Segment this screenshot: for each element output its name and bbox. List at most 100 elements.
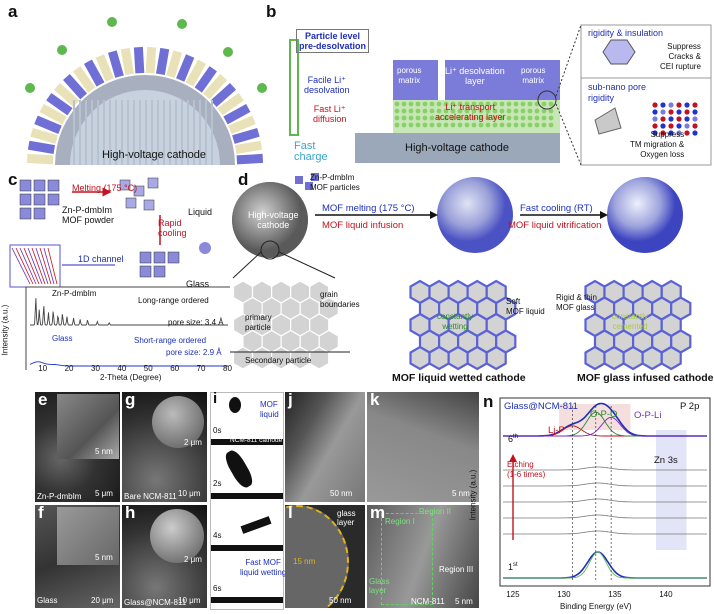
lithium-ion-icon: [25, 83, 35, 93]
panel-a-illustration: [25, 17, 267, 165]
fast-charge-label: Fast charge: [294, 140, 328, 163]
xps-chart: [499, 397, 711, 587]
long-range-label: Long-range ordered: [138, 296, 209, 305]
panel-d-letter: d: [238, 170, 249, 189]
facile-desolvation-label: Facile Li⁺ desolvation: [304, 75, 350, 95]
panel-h-letter: h: [125, 503, 136, 522]
pore-top-label: pore size: 3.4 Å: [168, 318, 224, 327]
short-range-label: Short-range ordered: [134, 336, 207, 345]
time-0: 0s: [213, 426, 222, 435]
panel-h-sample: Glass@NCM-811: [124, 598, 187, 607]
lithium-ion-icon: [223, 47, 233, 57]
pore-bottom-label: pore size: 2.9 Å: [166, 348, 222, 357]
panel-f-image: 5 nm 20 μm Glass: [35, 505, 120, 608]
porous-matrix-left-label: porous matrix: [397, 66, 422, 85]
suppress-tm-label: Suppress TM migration & Oxygen loss: [630, 130, 685, 159]
xrd-tick-label: 20: [64, 364, 74, 373]
xrd-tick-label: 70: [196, 364, 206, 373]
panel-i-letter: i: [213, 390, 218, 407]
panel-c-letter: c: [8, 170, 18, 189]
panel-f-inset-scale: 5 nm: [95, 553, 113, 562]
glass-sphere: [607, 177, 683, 253]
panel-k-image: 5 nm: [367, 392, 479, 502]
xps-etching-trace: [503, 466, 707, 471]
time-3: 6s: [213, 584, 222, 593]
porous-matrix-right-label: porous matrix: [521, 66, 546, 85]
panel-g-sample: Bare NCM-811: [124, 492, 177, 501]
liquid-label: Liquid: [188, 207, 213, 217]
panel-e-image: 5 nm 5 μm Zn-P-dmbIm: [35, 392, 120, 502]
xps-xlabel: Binding Energy (eV): [560, 602, 632, 611]
panel-e-letter: e: [38, 390, 48, 409]
fast-wetting-label: Fast MOF liquid wetting: [240, 558, 287, 577]
panel-d-illustration: [230, 173, 692, 371]
panel-l-glass-layer: glass layer: [337, 509, 356, 527]
panel-a-letter: a: [8, 2, 18, 21]
panel-f-scale: 20 μm: [91, 596, 114, 605]
panel-h-scale: 10 μm: [178, 596, 201, 605]
melting-label: Melting (175 °C): [72, 183, 138, 193]
infusion-arrow-label: MOF liquid infusion: [322, 220, 404, 231]
etching-label: Etching (1-6 times): [507, 460, 546, 479]
panel-b-cathode-label: High-voltage cathode: [405, 142, 509, 154]
xrd-legend-bottom: Glass: [52, 334, 73, 343]
time-1: 2s: [213, 479, 222, 488]
sixth-number: 6: [508, 434, 514, 444]
panel-j-letter: j: [288, 390, 293, 409]
xps-etching-trace: [503, 530, 707, 535]
primary-particle-label: primary particle: [245, 313, 272, 332]
panel-b-letter: b: [266, 2, 277, 21]
fast-diffusion-label: Fast Li⁺ diffusion: [313, 104, 347, 124]
xps-tick-label: 130: [557, 590, 571, 599]
wetted-caption: MOF liquid wetted cathode: [392, 372, 526, 384]
region-3-label: Region III: [439, 565, 474, 574]
vitrification-arrow-label: MOF liquid vitrification: [508, 220, 602, 231]
sixth-label: 6th: [508, 432, 518, 444]
lithium-ion-icon: [177, 19, 187, 29]
sixth-suffix: th: [513, 434, 519, 440]
panel-m-sample: NCM-811: [411, 597, 445, 606]
xps-etching-trace: [503, 482, 707, 487]
glass-caption: MOF glass infused cathode: [577, 372, 714, 384]
panel-e-inset-scale: 5 nm: [95, 447, 113, 456]
transport-layer: [393, 100, 560, 133]
panel-h-image: 2 μm 10 μm Glass@NCM-811: [122, 505, 207, 608]
panel-g-scale: 10 μm: [178, 489, 201, 498]
panel-l-letter: l: [288, 503, 293, 522]
rigid-glass-label: Rigid & thin MOF glass: [556, 293, 597, 312]
xps-etching-trace: [503, 498, 707, 503]
panel-l-image: glass layer 15 nm 50 nm: [285, 505, 365, 608]
opo-label: O-P-O: [590, 409, 618, 420]
opli-label: O-P-Li: [634, 410, 662, 421]
panel-m-image: Region I Region II Region III Glass laye…: [367, 505, 479, 608]
suppress-cracks-label: Suppress Cracks & CEI rupture: [660, 42, 701, 71]
xps-spectrum: P 2p: [680, 401, 700, 412]
panel-i-sequence: [210, 392, 284, 610]
panel-l-scale: 50 nm: [329, 596, 352, 605]
region-2-label: Region II: [419, 507, 452, 516]
lithium-ion-icon: [257, 83, 267, 93]
panel-m-scale: 5 nm: [455, 597, 473, 606]
cooling-arrow-label: Fast cooling (RT): [520, 203, 593, 214]
xrd-series-line: [30, 298, 228, 326]
zn3s-region: [656, 430, 687, 550]
secondary-particle-label: Secondary particle: [245, 356, 312, 365]
panel-f-letter: f: [38, 503, 44, 522]
desolvation-layer-label: Li⁺ desolvation layer: [445, 66, 505, 86]
xrd-xlabel: 2-Theta (Degree): [100, 373, 162, 382]
xrd-ylabel: Intensity (a.u.): [0, 304, 10, 356]
xps-tick-label: 135: [608, 590, 622, 599]
rigidity-hexagon: [602, 39, 636, 65]
sub-nano-pore-label: sub-nano pore: [588, 82, 647, 92]
panel-g-inset-scale: 2 μm: [184, 438, 202, 447]
xps-etching-trace: [503, 514, 707, 519]
rigidity-label: rigidity: [588, 93, 615, 103]
mof-particles-label: Zn-P-dmbIm MOF particles: [310, 173, 360, 192]
xrd-tick-label: 40: [117, 364, 127, 373]
xps-title: Glass@NCM-811: [504, 401, 578, 412]
region-1-label: Region I: [385, 517, 415, 526]
xrd-tick-label: 60: [170, 364, 180, 373]
xrd-series-line: [29, 361, 228, 367]
lithium-ion-icon: [57, 45, 67, 55]
panel-n-letter: n: [483, 392, 494, 411]
